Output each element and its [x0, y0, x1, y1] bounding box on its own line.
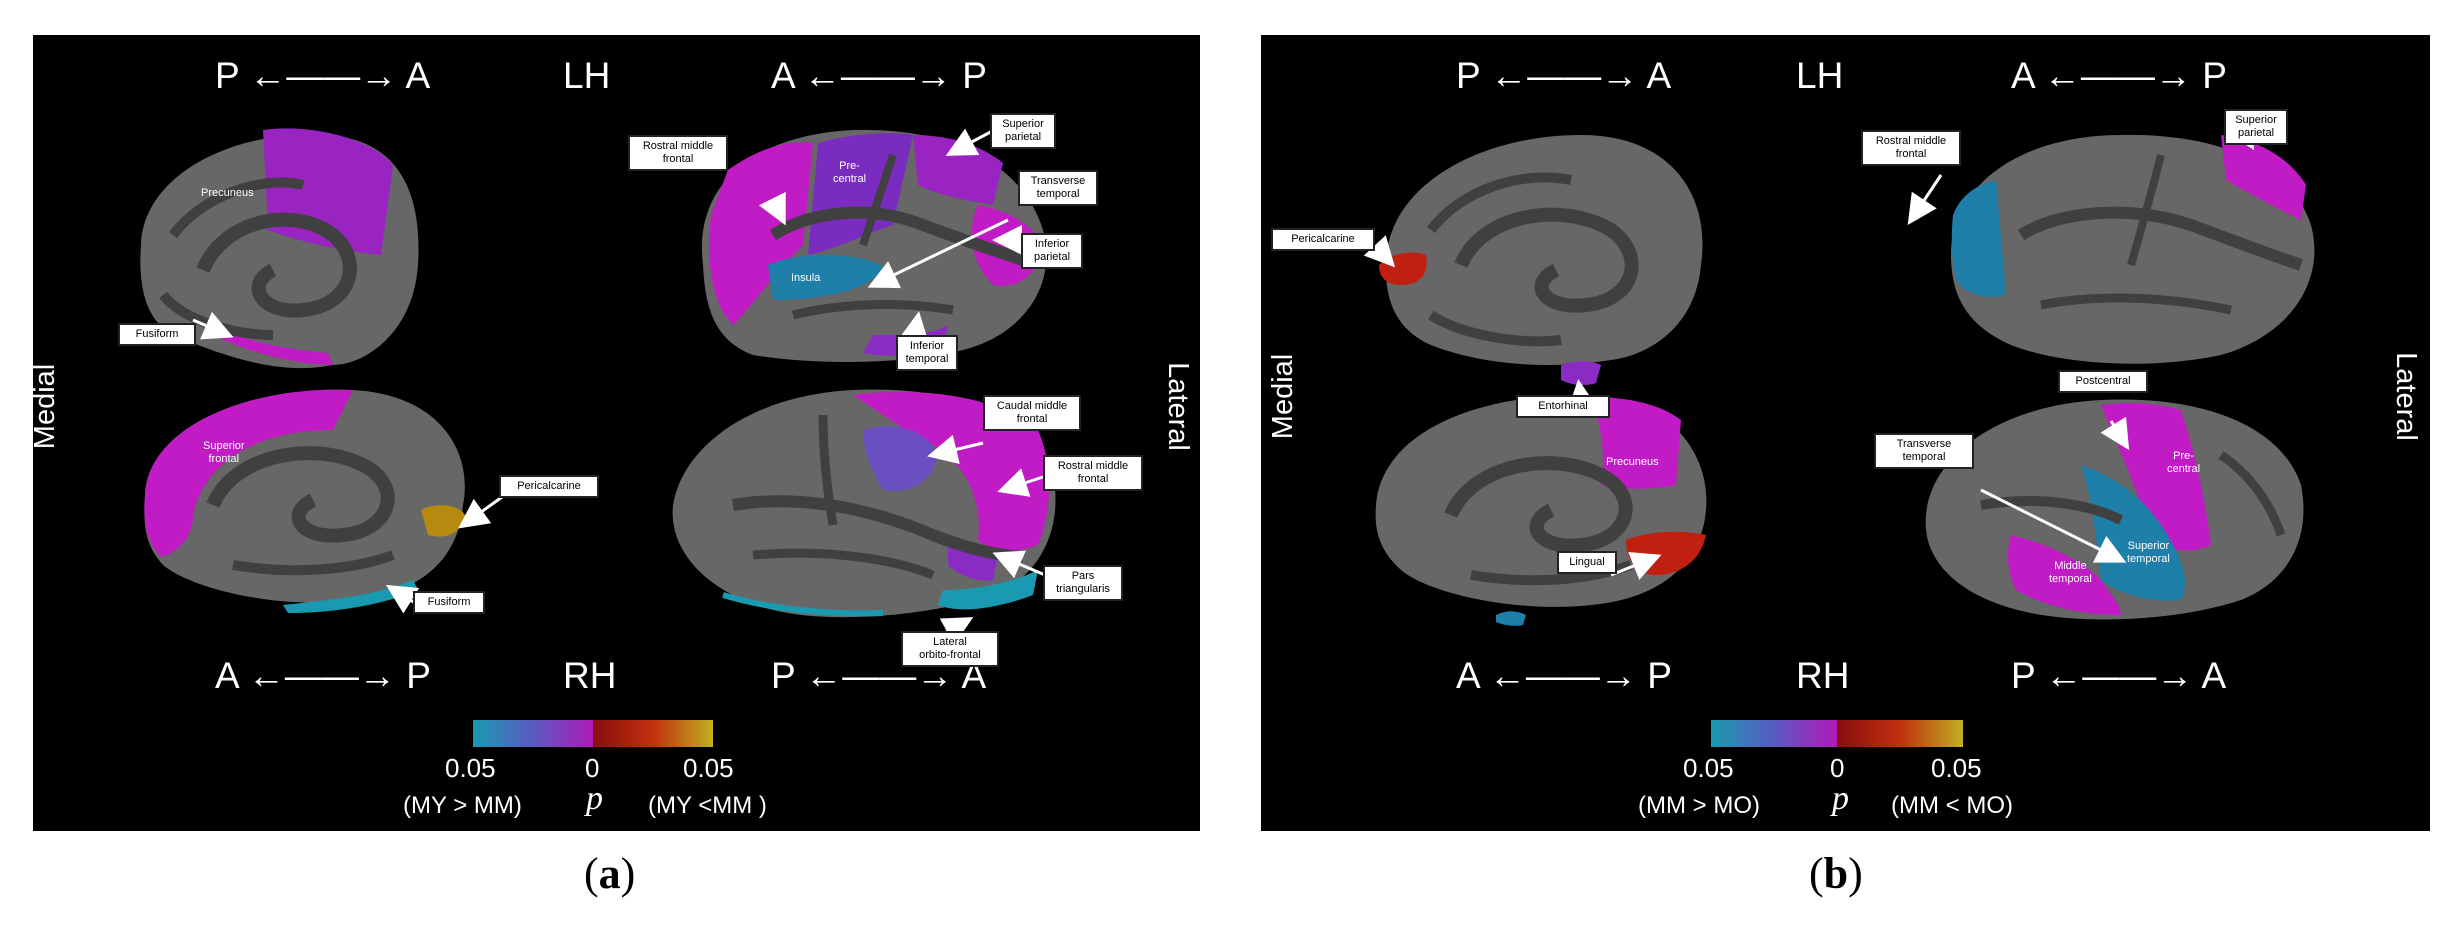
fusiform-region-rh — [283, 580, 418, 613]
precuneus-text-a: Precuneus — [201, 187, 254, 199]
hemisphere-rh-a: RH — [563, 655, 617, 696]
label-pericalcarine-rh: Pericalcarine — [499, 475, 599, 498]
hemisphere-rh-b: RH — [1796, 655, 1850, 696]
colorbar-a-p-symbol: p — [586, 780, 603, 817]
middle-temporal-region-rh-b — [2007, 535, 2121, 615]
colorbar-b-tick-mid: 0 — [1830, 753, 1845, 783]
lh-medial-brain-b — [1379, 135, 1703, 386]
direction-top-left-b: P ←——→ A — [1456, 55, 1672, 96]
rh-lateral-brain-b — [1925, 399, 2304, 620]
lh-medial-brain — [140, 128, 419, 369]
direction-top-right-b: A ←——→ P — [2011, 55, 2227, 96]
panel-a-brains — [140, 126, 1056, 747]
caption-a-letter: a — [598, 849, 621, 898]
rh-medial-brain-b — [1375, 395, 1707, 626]
label-pars-triangularis-rh: Pars triangularis — [1043, 565, 1123, 601]
lingual-region-rh-b — [1626, 531, 1706, 575]
middle-temporal-text-b: Middle temporal — [2049, 560, 2092, 585]
insula-region-lh — [768, 255, 883, 300]
precuneus-region-rh-b — [1591, 397, 1681, 489]
colorbar-b-right-caption: (MM < MO) — [1891, 792, 2013, 819]
rostral-middle-frontal-region-rh — [853, 391, 1050, 551]
hemisphere-lh-b: LH — [1796, 55, 1844, 96]
precuneus-text-b: Precuneus — [1606, 456, 1659, 468]
colorbar-a-tick-mid: 0 — [585, 753, 600, 783]
direction-bottom-right-b: P ←——→ A — [2011, 655, 2227, 696]
colorbar-a — [473, 720, 713, 747]
label-fusiform-rh: Fusiform — [413, 591, 485, 614]
label-transverse-temporal-lh: Transverse temporal — [1018, 170, 1098, 206]
colorbar-a-tick-left: 0.05 — [445, 753, 496, 783]
label-superior-parietal-lh-b: Superior parietal — [2224, 109, 2288, 145]
label-fusiform-lh: Fusiform — [118, 323, 196, 346]
pericalcarine-region-rh — [421, 505, 465, 537]
panel-b-pointer-arrows — [1363, 116, 2255, 580]
label-lateral-orbitofrontal-rh: Lateral orbito-frontal — [901, 631, 999, 667]
entorhinal-region-lh-b — [1561, 361, 1601, 386]
colorbar-b — [1711, 720, 1963, 747]
label-transverse-temporal-rh-b: Transverse temporal — [1874, 433, 1974, 469]
label-lingual-rh-b: Lingual — [1557, 551, 1617, 574]
lh-lateral-brain — [701, 129, 1047, 362]
colorbar-a-tick-right: 0.05 — [683, 753, 734, 783]
superior-frontal-region-rh — [144, 389, 353, 557]
label-inferior-parietal-lh: Inferior parietal — [1021, 233, 1083, 269]
caption-b: (b) — [1809, 849, 1863, 898]
label-rostral-middle-frontal-rh: Rostral middle frontal — [1043, 455, 1143, 491]
caption-b-letter: b — [1823, 849, 1849, 898]
rh-medial-brain — [144, 389, 465, 613]
hemisphere-lh-a: LH — [563, 55, 611, 96]
superior-temporal-text-b: Superior temporal — [2127, 540, 2170, 565]
insula-text-a: Insula — [791, 272, 821, 284]
label-inferior-temporal-lh: Inferior temporal — [896, 335, 958, 371]
superior-temporal-region-rh-b — [2081, 465, 2185, 601]
colorbar-b-tick-left: 0.05 — [1683, 753, 1734, 783]
panel-b: P ←——→ A LH A ←——→ P A ←——→ P RH P ←——→ … — [1261, 35, 2430, 831]
direction-bottom-left-b: A ←——→ P — [1456, 655, 1672, 696]
caudal-middle-frontal-region-rh — [863, 426, 938, 491]
panel-a: P ←——→ A LH A ←——→ P A ←——→ P RH P ←——→ … — [29, 35, 1200, 831]
colorbar-b-left-caption: (MM > MO) — [1638, 792, 1760, 819]
lateral-orbitofrontal-region-rh — [938, 570, 1038, 610]
superior-parietal-region-lh-b — [2221, 135, 2306, 220]
colorbar-b-tick-right: 0.05 — [1931, 753, 1982, 783]
caption-a: (a) — [584, 849, 636, 898]
rostral-middle-frontal-region-lh — [709, 142, 813, 325]
label-entorhinal-lh-b: Entorhinal — [1516, 395, 1610, 418]
superior-parietal-region-lh — [913, 135, 1003, 205]
label-rostral-middle-frontal-lh-b: Rostral middle frontal — [1861, 130, 1961, 166]
panel-b-brains — [1363, 116, 2315, 747]
lateral-label-a: Lateral — [1161, 362, 1194, 451]
direction-bottom-left-a: A ←——→ P — [215, 655, 431, 696]
label-superior-parietal-lh: Superior parietal — [990, 113, 1056, 149]
precentral-text-a: Pre- central — [833, 160, 867, 185]
medial-label-b: Medial — [1267, 353, 1300, 440]
direction-top-left-a: P ←——→ A — [215, 55, 431, 96]
colorbar-a-right-caption: (MY <MM ) — [648, 792, 767, 819]
rostral-middle-frontal-region-lh-b — [1951, 180, 2006, 297]
lateral-label-b: Lateral — [2389, 352, 2422, 441]
medial-label-a: Medial — [29, 363, 62, 450]
colorbar-a-left-caption: (MY > MM) — [403, 792, 522, 819]
fusiform-region-lh — [213, 327, 333, 365]
precentral-text-b: Pre- central — [2167, 450, 2201, 475]
medial-blue-spot-b — [1496, 611, 1526, 626]
lh-lateral-brain-b — [1951, 134, 2315, 364]
direction-top-right-a: A ←——→ P — [771, 55, 987, 96]
label-caudal-middle-frontal-rh: Caudal middle frontal — [983, 395, 1081, 431]
colorbar-b-p-symbol: p — [1832, 780, 1849, 817]
superior-frontal-text-a: Superior frontal — [203, 440, 245, 465]
label-postcentral-rh-b: Postcentral — [2058, 370, 2148, 393]
label-rostral-middle-frontal-lh: Rostral middle frontal — [628, 135, 728, 171]
label-pericalcarine-lh-b: Pericalcarine — [1271, 228, 1375, 251]
